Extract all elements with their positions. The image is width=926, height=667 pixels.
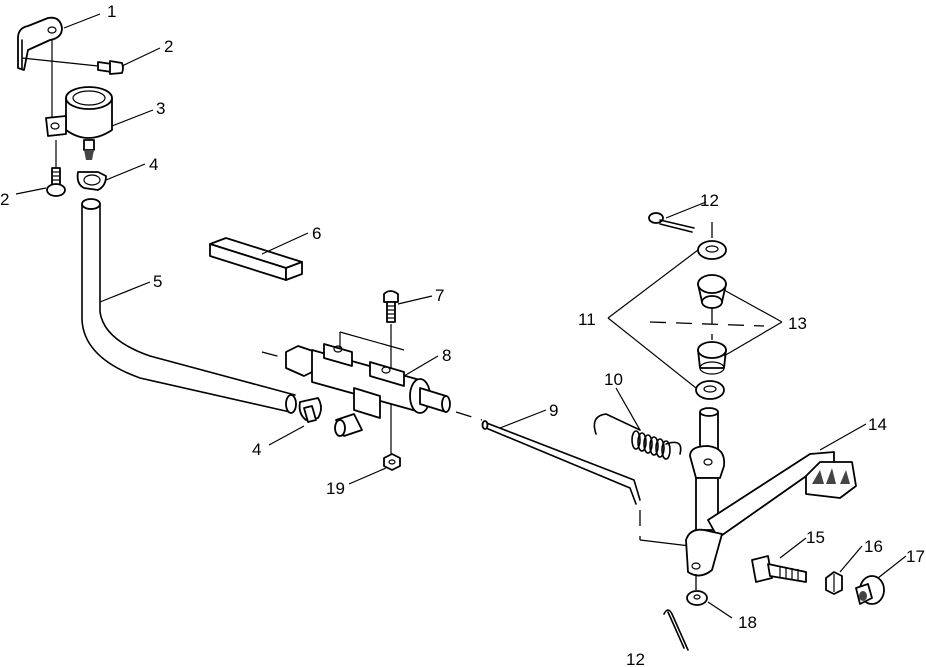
assembly-line (639, 539, 691, 547)
cotter-pin-bottom (663, 609, 689, 651)
leader-line (723, 289, 783, 323)
callout-9: 9 (549, 401, 558, 420)
end-cap (855, 575, 885, 605)
callout-5: 5 (153, 272, 162, 291)
callout-1: 1 (107, 2, 116, 21)
assembly-line (649, 321, 765, 327)
washer-pedal (686, 590, 708, 606)
hose-clamp-top (76, 171, 107, 191)
pad-strip (209, 237, 303, 281)
bushing-bottom (697, 341, 727, 375)
callout-19: 19 (326, 479, 345, 498)
screw-left (46, 167, 66, 197)
callout-10: 10 (604, 370, 623, 389)
callout-3: 3 (156, 99, 165, 118)
cotter-pin-top (648, 212, 695, 233)
washer-bottom (695, 380, 725, 400)
leader-line (607, 317, 697, 389)
assembly-line (21, 57, 99, 67)
callout-12: 12 (700, 191, 719, 210)
callout-12: 12 (626, 650, 645, 667)
callout-15: 15 (806, 528, 825, 547)
callout-4: 4 (252, 440, 261, 459)
push-rod (481, 420, 641, 505)
leader-line (607, 249, 699, 319)
mounting-bracket (17, 16, 63, 71)
bushing-top (697, 274, 727, 309)
assembly-line (455, 411, 483, 421)
pivot-bolt (751, 555, 807, 583)
callout-leaders (15, 13, 907, 619)
callout-2: 2 (164, 37, 173, 56)
hose-clamp-lower (298, 397, 322, 423)
callout-2: 2 (0, 190, 9, 209)
return-spring (593, 413, 682, 460)
nut-bottom (383, 453, 401, 471)
callout-7: 7 (435, 286, 444, 305)
callout-6: 6 (312, 224, 321, 243)
callout-17: 17 (906, 547, 925, 566)
lock-nut (825, 571, 843, 595)
callout-4: 4 (149, 155, 158, 174)
bolt-top (383, 290, 399, 323)
callout-14: 14 (868, 415, 887, 434)
callout-18: 18 (738, 613, 757, 632)
callout-11: 11 (578, 310, 596, 329)
washer-top (697, 240, 727, 260)
master-cylinder (261, 331, 451, 437)
fluid-reservoir (45, 86, 113, 160)
leader-line (723, 321, 783, 357)
screw-top (97, 60, 124, 75)
brake-hose (81, 198, 297, 414)
callout-13: 13 (788, 314, 807, 333)
brake-pedal (685, 407, 857, 577)
callout-16: 16 (864, 537, 883, 556)
callout-8: 8 (442, 346, 451, 365)
